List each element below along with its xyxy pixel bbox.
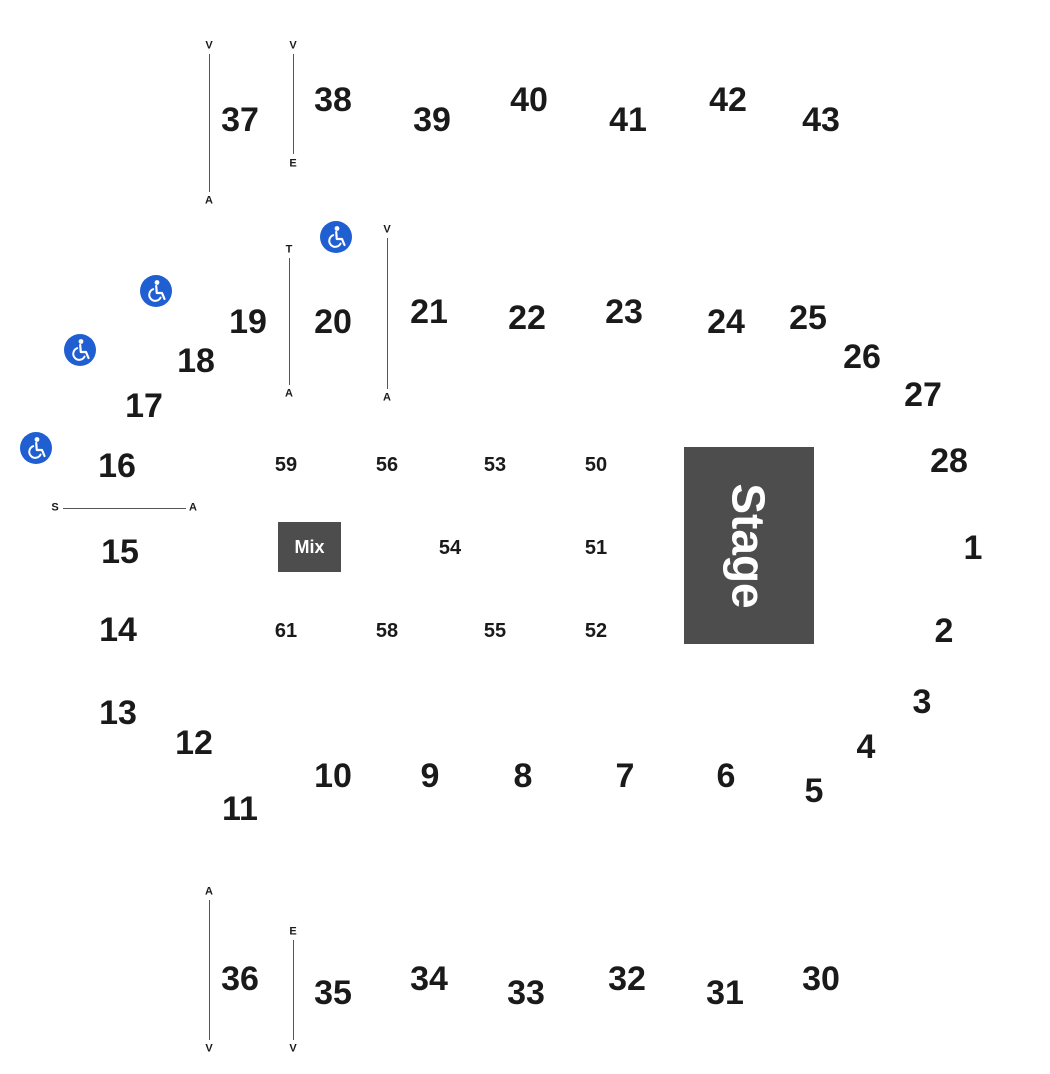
row-letter-s37-top: V bbox=[205, 39, 213, 52]
row-letter-s21-top: V bbox=[383, 223, 391, 236]
section-36[interactable]: 36 bbox=[221, 960, 259, 998]
section-35[interactable]: 35 bbox=[314, 974, 352, 1012]
floor-section-52[interactable]: 52 bbox=[584, 620, 608, 642]
section-27[interactable]: 27 bbox=[904, 376, 942, 414]
section-10[interactable]: 10 bbox=[314, 757, 352, 795]
section-28[interactable]: 28 bbox=[930, 442, 968, 480]
section-11[interactable]: 11 bbox=[222, 790, 258, 828]
row-range-line-s37 bbox=[209, 54, 210, 192]
section-39[interactable]: 39 bbox=[413, 101, 451, 139]
section-4[interactable]: 4 bbox=[856, 728, 876, 766]
section-20[interactable]: 20 bbox=[314, 303, 352, 341]
floor-section-55[interactable]: 55 bbox=[483, 620, 507, 642]
row-letter-s21-bottom: A bbox=[383, 391, 391, 404]
section-40[interactable]: 40 bbox=[510, 81, 548, 119]
section-16[interactable]: 16 bbox=[98, 447, 136, 485]
section-26[interactable]: 26 bbox=[843, 338, 881, 376]
mix-position: Mix bbox=[278, 522, 341, 572]
row-letter-s35-bottom: V bbox=[289, 1042, 297, 1055]
floor-section-54[interactable]: 54 bbox=[438, 537, 462, 559]
row-letter-s36-bottom: V bbox=[205, 1042, 213, 1055]
floor-section-59[interactable]: 59 bbox=[274, 454, 298, 476]
section-43[interactable]: 43 bbox=[802, 101, 840, 139]
section-34[interactable]: 34 bbox=[410, 960, 448, 998]
section-25[interactable]: 25 bbox=[789, 299, 827, 337]
section-12[interactable]: 12 bbox=[175, 724, 213, 762]
floor-section-50[interactable]: 50 bbox=[584, 454, 608, 476]
section-38[interactable]: 38 bbox=[314, 81, 352, 119]
stage-label: Stage bbox=[722, 482, 775, 609]
wheelchair-icon[interactable] bbox=[20, 432, 52, 464]
row-letter-s20-top: T bbox=[285, 243, 293, 256]
section-15[interactable]: 15 bbox=[101, 533, 139, 571]
floor-section-58[interactable]: 58 bbox=[375, 620, 399, 642]
section-5[interactable]: 5 bbox=[804, 772, 824, 810]
section-30[interactable]: 30 bbox=[802, 960, 840, 998]
section-6[interactable]: 6 bbox=[716, 757, 736, 795]
section-18[interactable]: 18 bbox=[177, 342, 215, 380]
section-23[interactable]: 23 bbox=[605, 293, 643, 331]
row-range-line-s15 bbox=[63, 508, 186, 509]
mix-label: Mix bbox=[294, 537, 325, 557]
row-range-line-s20 bbox=[289, 258, 290, 385]
section-24[interactable]: 24 bbox=[707, 303, 745, 341]
row-letter-s38-top: V bbox=[289, 39, 297, 52]
section-37[interactable]: 37 bbox=[221, 101, 259, 139]
row-range-line-s35 bbox=[293, 940, 294, 1040]
section-42[interactable]: 42 bbox=[709, 81, 747, 119]
row-letter-s20-bottom: A bbox=[285, 387, 293, 400]
row-range-line-s38 bbox=[293, 54, 294, 154]
wheelchair-icon[interactable] bbox=[140, 275, 172, 307]
row-letter-s15-left: S bbox=[51, 501, 59, 514]
section-3[interactable]: 3 bbox=[912, 683, 932, 721]
section-2[interactable]: 2 bbox=[934, 612, 954, 650]
stage: Stage bbox=[684, 447, 814, 644]
wheelchair-icon[interactable] bbox=[64, 334, 96, 366]
section-9[interactable]: 9 bbox=[420, 757, 440, 795]
section-32[interactable]: 32 bbox=[608, 960, 646, 998]
row-letter-s38-bottom: E bbox=[289, 157, 297, 170]
section-31[interactable]: 31 bbox=[706, 974, 744, 1012]
row-letter-s36-top: A bbox=[205, 885, 213, 898]
row-range-line-s21 bbox=[387, 238, 388, 389]
section-13[interactable]: 13 bbox=[99, 694, 137, 732]
section-19[interactable]: 19 bbox=[229, 303, 267, 341]
wheelchair-icon[interactable] bbox=[320, 221, 352, 253]
section-1[interactable]: 1 bbox=[963, 529, 983, 567]
section-7[interactable]: 7 bbox=[615, 757, 635, 795]
section-41[interactable]: 41 bbox=[609, 101, 647, 139]
section-33[interactable]: 33 bbox=[507, 974, 545, 1012]
floor-section-56[interactable]: 56 bbox=[375, 454, 399, 476]
row-letter-s15-right: A bbox=[189, 501, 197, 514]
floor-section-61[interactable]: 61 bbox=[274, 620, 298, 642]
section-21[interactable]: 21 bbox=[410, 293, 448, 331]
section-22[interactable]: 22 bbox=[508, 299, 546, 337]
floor-section-53[interactable]: 53 bbox=[483, 454, 507, 476]
section-8[interactable]: 8 bbox=[513, 757, 533, 795]
section-14[interactable]: 14 bbox=[99, 611, 137, 649]
floor-section-51[interactable]: 51 bbox=[584, 537, 608, 559]
row-range-line-s36 bbox=[209, 900, 210, 1040]
row-letter-s35-top: E bbox=[289, 925, 297, 938]
row-letter-s37-bottom: A bbox=[205, 194, 213, 207]
section-17[interactable]: 17 bbox=[125, 387, 163, 425]
